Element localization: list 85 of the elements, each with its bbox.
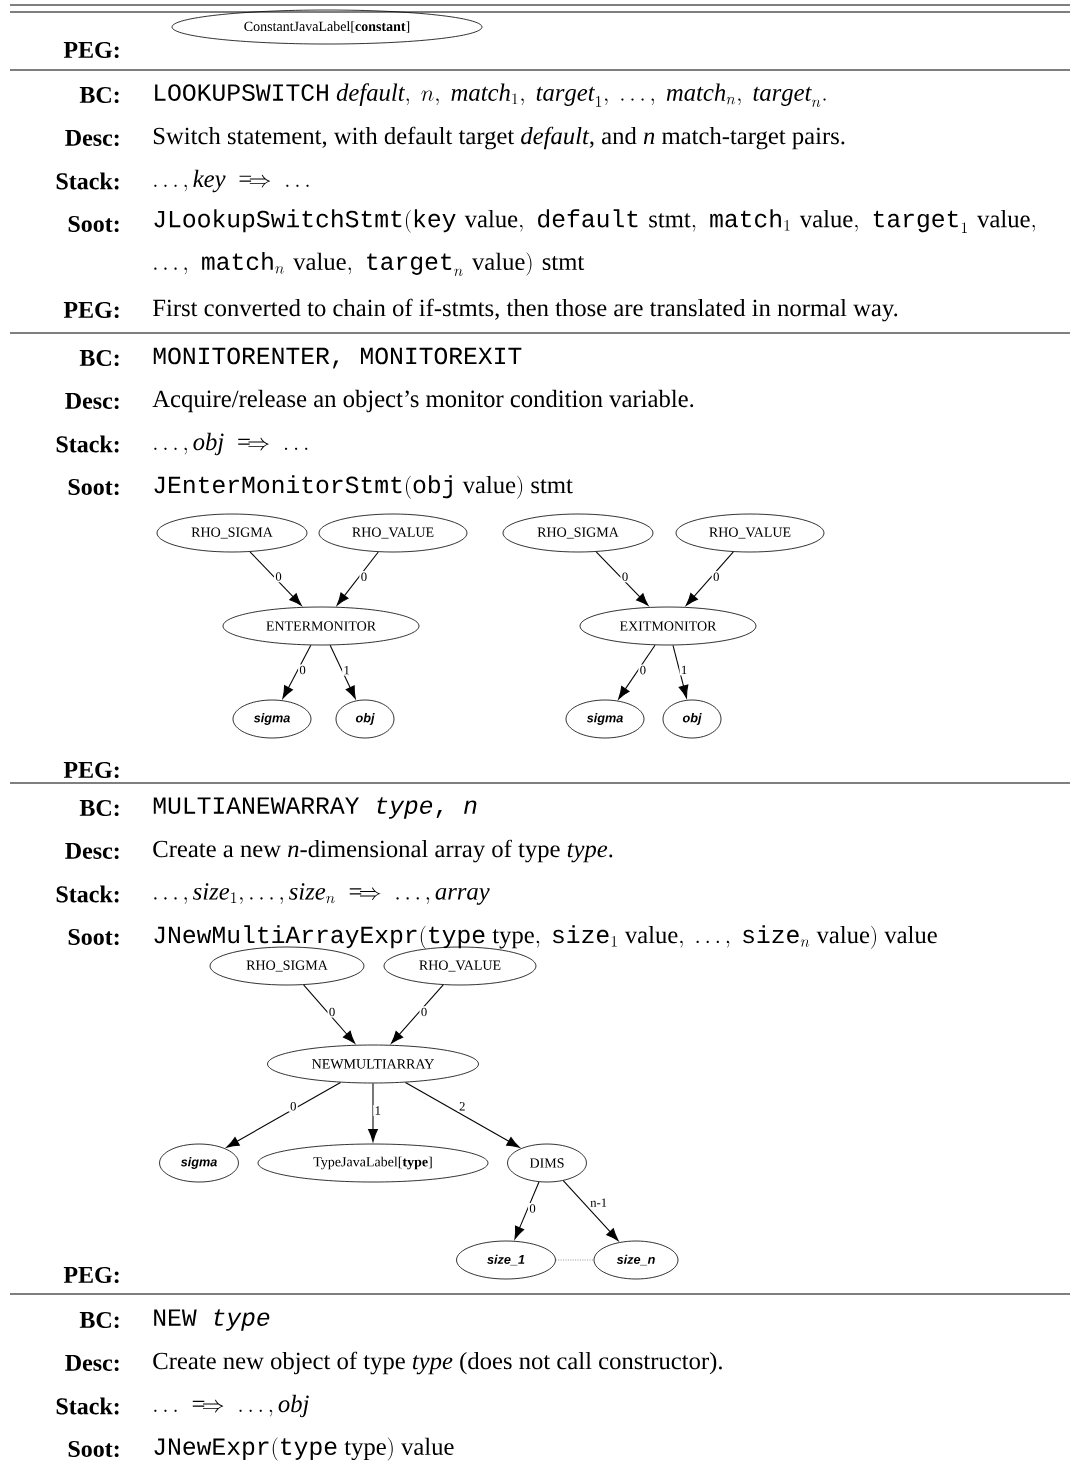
arrow xyxy=(404,1081,520,1148)
row-heading: Soot: xyxy=(68,928,119,946)
edge-label: 2 xyxy=(459,1102,465,1111)
row-heading: BC: xyxy=(79,349,119,367)
row-heading: Soot: xyxy=(68,215,119,233)
edge-label: 0 xyxy=(275,572,282,581)
row-heading: Desc: xyxy=(65,842,119,860)
description-text: Create new object of type type (does not call constructor). xyxy=(153,1351,722,1375)
edge-label: 0 xyxy=(640,665,646,675)
description-text: Switch statement, with default target default, and n match-target pairs. xyxy=(153,126,845,150)
formula: $\texttt{NEW \textit{type}}$ xyxy=(154,1309,270,1331)
ellipse-node: sigma xyxy=(565,699,645,739)
row-heading: BC: xyxy=(79,86,119,104)
ellipse-node: sigma xyxy=(159,1143,239,1183)
arrow xyxy=(226,1081,342,1148)
row-heading: BC: xyxy=(79,799,119,817)
ellipse-node: ConstantJavaLabel[constant] xyxy=(171,9,483,45)
arrow xyxy=(618,644,656,700)
row-heading: PEG: xyxy=(63,41,119,59)
edge-label: 0 xyxy=(622,572,628,581)
ellipse-node: NEWMULTIARRAY xyxy=(267,1044,479,1084)
row-heading: Soot: xyxy=(68,478,119,496)
arrow xyxy=(329,644,356,699)
row-heading: PEG: xyxy=(63,301,119,319)
description-text: First converted to chain of if-stmts, then those are translated in normal way. xyxy=(153,298,898,322)
formula: $\ldots,\mathit{key}\implies\ldots$ xyxy=(154,169,309,193)
arrow xyxy=(595,551,649,606)
formula: $\texttt{LOOKUPSWITCH}\ \mathit{default},\ n,\ \mathit{match}_1,\ \mathit{target}_1,\ \ldots,\ \mathit{match}_n,\ \mathit{target}_n.$ xyxy=(155,83,826,107)
arrow xyxy=(685,551,734,606)
ellipse-node: size_n xyxy=(593,1240,679,1280)
arrow xyxy=(390,984,444,1044)
formula: $\texttt{JNewMultiArrayExpr}(\texttt{type}\ \mathrm{type},\ \texttt{size}_1\ \mathrm{value},\ \ldots,\ \texttt{size}_n\ \mathrm{value})\ \mathrm{value}$ xyxy=(154,925,937,949)
row-heading: Stack: xyxy=(56,885,119,903)
edge-label: 0 xyxy=(529,1204,536,1213)
formula: $\texttt{JEnterMonitorStmt}(\texttt{obj}\ \mathrm{value})\ \mathrm{stmt}$ xyxy=(154,475,573,499)
edge-label: 0 xyxy=(329,1007,335,1017)
edge-label: 1 xyxy=(682,665,687,675)
ellipse-node: RHO_VALUE xyxy=(675,513,825,553)
arrow xyxy=(336,551,379,606)
formula: $\ldots,\mathit{obj}\implies\ldots$ xyxy=(154,432,308,456)
arrow xyxy=(514,1181,540,1240)
edge-label: n-1 xyxy=(590,1198,607,1207)
ellipse-node: RHO_SIGMA xyxy=(502,513,654,553)
edge-label: 0 xyxy=(299,665,306,675)
edge-label: 0 xyxy=(290,1101,296,1111)
row-heading: Stack: xyxy=(56,435,119,453)
formula: $\texttt{JLookupSwitchStmt}(\texttt{key}\ \mathrm{value},\ \texttt{default}\ \mathrm{stmt},\ \texttt{match}_1\ \mathrm{value},\ \texttt{target}_1\ \mathrm{value},\allowbreak\ \ldots,\ \texttt{match}_n\ \mathrm{value},\ \texttt{target}_n\ \mathrm{value})\ \mathrm{stmt}$ xyxy=(154,209,1035,276)
row-heading: PEG: xyxy=(63,1266,119,1284)
edge-label: 0 xyxy=(361,572,367,581)
description-text: Acquire/release an object’s monitor condition variable. xyxy=(152,389,694,413)
formula: $\ldots\implies\ldots,\mathit{obj}$ xyxy=(154,1394,309,1418)
row-heading: Desc: xyxy=(65,1354,119,1372)
ellipse-node: ENTERMONITOR xyxy=(222,606,420,646)
arrow xyxy=(562,1180,619,1241)
edge-label: 1 xyxy=(344,665,350,675)
ellipse-node: size_1 xyxy=(456,1240,556,1280)
edge-label: 0 xyxy=(421,1007,427,1017)
arrow xyxy=(368,1082,378,1142)
arrow xyxy=(672,644,689,699)
row-heading: Soot: xyxy=(68,1440,119,1458)
arrow xyxy=(282,644,312,699)
edge-label: 0 xyxy=(713,572,719,581)
edge-label: 1 xyxy=(375,1106,381,1115)
row-heading: BC: xyxy=(79,1311,119,1329)
row-heading: Stack: xyxy=(56,172,119,190)
row-heading: Desc: xyxy=(65,129,119,147)
ellipse-node: sigma xyxy=(232,699,312,739)
row-heading: Desc: xyxy=(65,392,119,410)
ellipse-node: TypeJavaLabel[type] xyxy=(257,1143,489,1183)
ellipse-node: obj xyxy=(335,699,395,739)
ellipse-node: RHO_SIGMA xyxy=(156,513,308,553)
formula: $\texttt{MULTIANEWARRAY \textit{type}, \textit{n}}$ xyxy=(153,797,477,819)
arrow xyxy=(249,551,302,606)
ellipse-node: EXITMONITOR xyxy=(579,606,757,646)
ellipse-node: RHO_VALUE xyxy=(318,513,468,553)
description-text: Create a new n-dimensional array of type type. xyxy=(153,839,613,863)
row-heading: Stack: xyxy=(56,1397,119,1415)
formula: $\ldots,\mathit{size}_1,\ldots,\mathit{size}_n\implies\ldots,\mathit{array}$ xyxy=(154,883,490,905)
arrow xyxy=(303,984,356,1044)
formula: $\texttt{JNewExpr}(\texttt{type}\ \mathrm{type})\ \mathrm{value}$ xyxy=(154,1437,454,1461)
row-heading: PEG: xyxy=(63,761,119,779)
dotted-line xyxy=(555,1259,595,1261)
ellipse-node: DIMS xyxy=(507,1143,587,1183)
ellipse-node: obj xyxy=(662,699,722,739)
instruction-text: MONITORENTER, MONITOREXIT xyxy=(153,347,522,369)
